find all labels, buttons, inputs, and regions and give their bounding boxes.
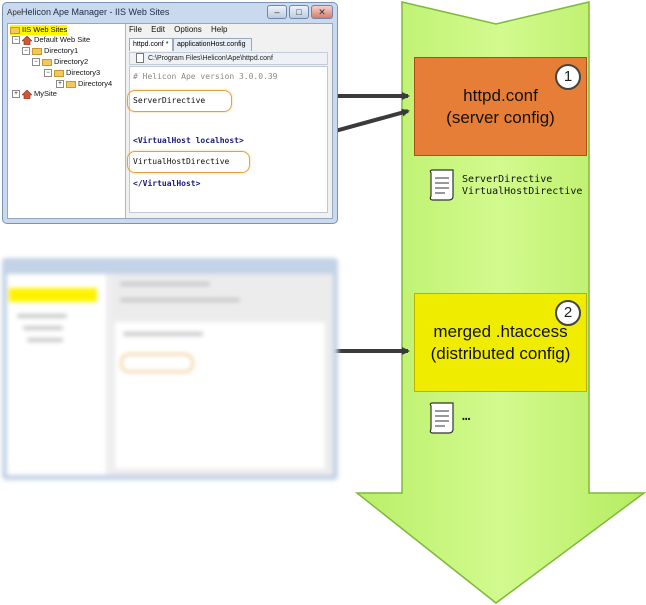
expand-icon[interactable]: + [56, 80, 64, 89]
blurred-line [123, 332, 203, 336]
blurred-line [17, 314, 67, 318]
distributed-config-box: 2 merged .htaccess (distributed config) [414, 293, 587, 392]
server-config-box: 1 httpd.conf (server config) [414, 57, 587, 156]
directive-vhost: VirtualHostDirective [462, 186, 583, 197]
blurred-line [27, 338, 63, 342]
site-tree: IIS Web Sites −Default Web Site −Directo… [8, 24, 126, 218]
collapse-icon[interactable]: − [12, 36, 20, 45]
code-vhost-directive: VirtualHostDirective [133, 157, 230, 166]
window-body: IIS Web Sites −Default Web Site −Directo… [7, 23, 333, 219]
tree-item-directory1[interactable]: −Directory1 [22, 46, 78, 56]
tab-httpd-conf[interactable]: httpd.conf * [129, 38, 173, 51]
window-title: Helicon Ape Manager - IIS Web Sites [21, 7, 170, 17]
tree-item-default-web-site[interactable]: −Default Web Site [12, 35, 90, 45]
blurred-selection-highlight [9, 288, 97, 302]
step-badge: 2 [555, 300, 581, 326]
menu-options[interactable]: Options [174, 25, 202, 34]
close-button[interactable]: ✕ [311, 5, 333, 19]
app-icon: Ape [7, 8, 22, 17]
blurred-editor [115, 322, 325, 469]
directive-server: ServerDirective [462, 174, 553, 185]
directive-list: ServerDirective VirtualHostDirective [462, 174, 582, 198]
tree-item-iis-web-sites[interactable]: IIS Web Sites [10, 25, 68, 35]
file-path: C:\Program Files\Helicon\Ape\httpd.conf [148, 55, 273, 62]
tree-item-directory2[interactable]: −Directory2 [32, 57, 88, 67]
box-subtitle: (distributed config) [430, 344, 571, 363]
tree-item-directory3[interactable]: −Directory3 [44, 68, 100, 78]
blurred-line [120, 282, 210, 286]
code-comment: # Helicon Ape version 3.0.0.39 [133, 72, 278, 81]
code-vhost-close: </VirtualHost> [133, 179, 201, 188]
tree-item-directory4[interactable]: +Directory4 [56, 79, 112, 89]
collapse-icon[interactable]: − [32, 58, 40, 67]
code-vhost-open: <VirtualHost localhost> [133, 136, 244, 145]
code-editor[interactable]: # Helicon Ape version 3.0.0.39 ServerDir… [127, 66, 328, 213]
house-icon [22, 35, 32, 45]
file-path-bar: C:\Program Files\Helicon\Ape\httpd.conf [129, 52, 328, 65]
minimize-button[interactable]: – [267, 5, 287, 19]
folder-icon [66, 80, 76, 88]
box-title: httpd.conf [463, 86, 538, 105]
code-server-directive: ServerDirective [133, 96, 206, 105]
ape-manager-window: Ape Helicon Ape Manager - IIS Web Sites … [2, 2, 338, 224]
tree-item-mysite[interactable]: +MySite [12, 89, 57, 99]
folder-icon [10, 26, 20, 34]
folder-icon [54, 69, 64, 77]
blurred-manager-window [2, 258, 338, 480]
collapse-icon[interactable]: − [22, 47, 30, 56]
ellipsis-label: … [462, 408, 471, 424]
menu-help[interactable]: Help [210, 25, 228, 34]
blurred-highlight-oval [121, 354, 193, 372]
folder-icon [42, 58, 52, 66]
menu-bar: File Edit Options Help [129, 25, 234, 34]
highlight-oval [127, 151, 250, 173]
box-subtitle: (server config) [446, 108, 555, 127]
highlight-oval [127, 90, 232, 112]
folder-icon [32, 47, 42, 55]
menu-file[interactable]: File [129, 25, 142, 34]
file-icon [136, 53, 144, 64]
maximize-button[interactable]: □ [289, 5, 309, 19]
blurred-line [23, 326, 63, 330]
house-icon [22, 89, 32, 99]
step-badge: 1 [555, 64, 581, 90]
collapse-icon[interactable]: − [44, 69, 52, 78]
box-title: merged .htaccess [433, 322, 568, 341]
menu-edit[interactable]: Edit [151, 25, 165, 34]
tab-applicationhost-config[interactable]: applicationHost.config [173, 38, 252, 51]
blurred-tree [7, 274, 108, 475]
editor-pane: File Edit Options Help httpd.conf * appl… [126, 24, 332, 218]
expand-icon[interactable]: + [12, 90, 20, 99]
blurred-line [120, 298, 240, 302]
tab-strip: httpd.conf * applicationHost.config [126, 38, 332, 52]
blurred-window-body [7, 274, 333, 475]
document-icon [429, 169, 454, 201]
title-bar: Ape Helicon Ape Manager - IIS Web Sites … [3, 3, 337, 23]
document-icon-2 [429, 402, 454, 434]
